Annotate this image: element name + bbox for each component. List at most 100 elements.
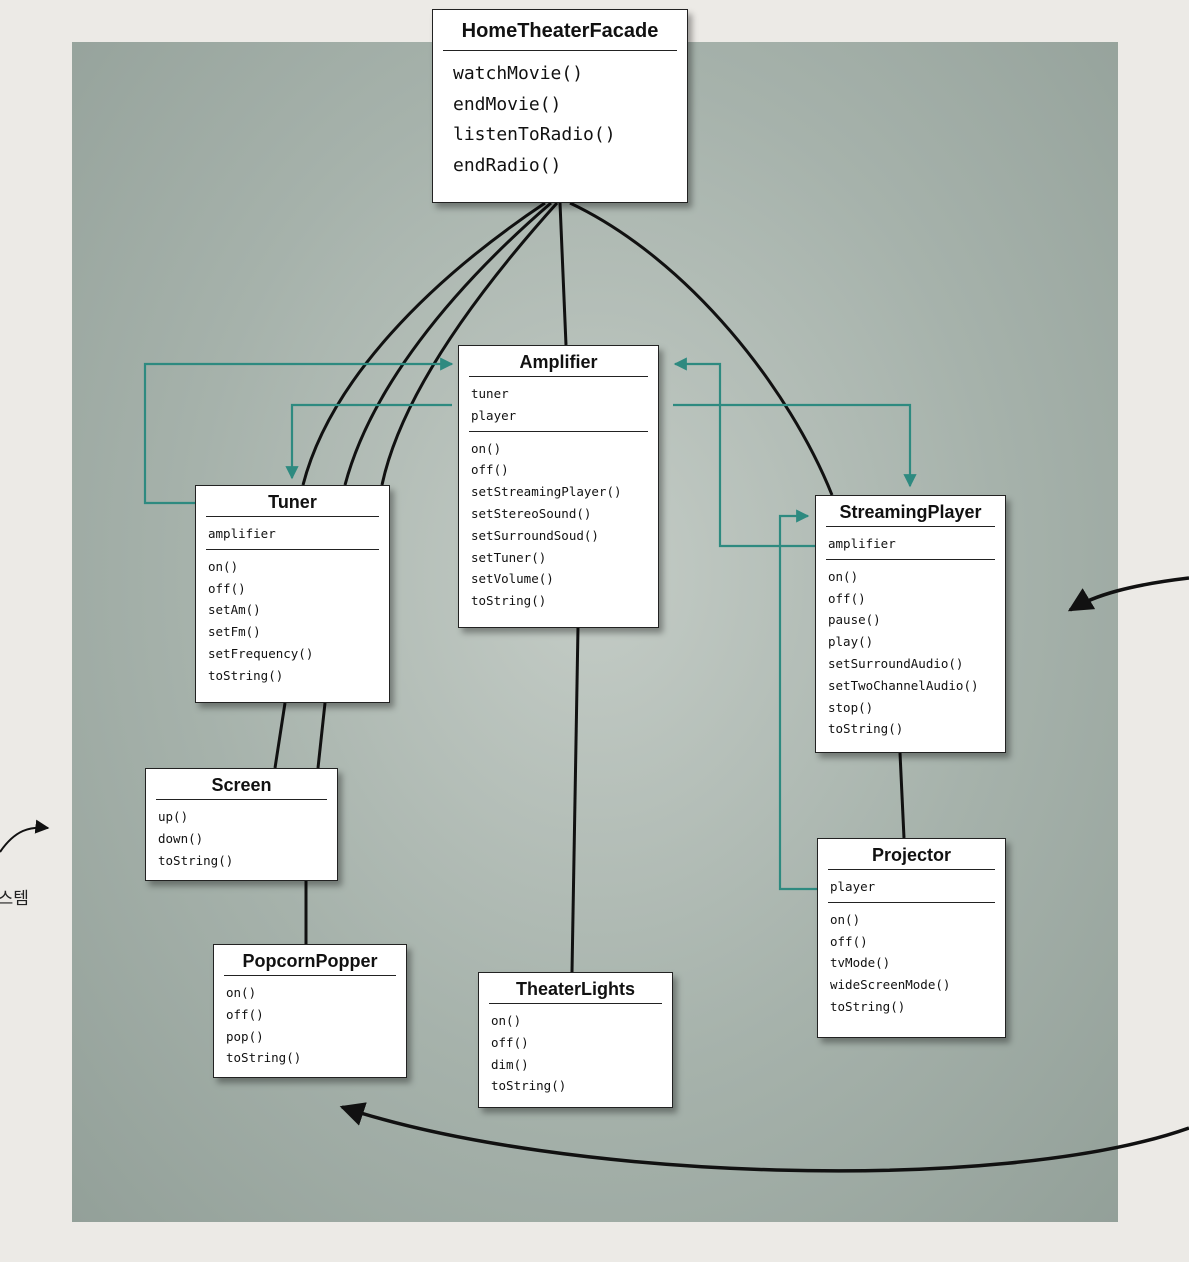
method: endRadio() [453, 154, 562, 176]
association-tuner-screen-1 [273, 702, 287, 769]
attribute: amplifier [828, 536, 896, 551]
ref-amplifier-to-tuner [285, 403, 452, 480]
class-popcorn-popper: PopcornPopper on() off() pop() toString(… [213, 944, 407, 1078]
attributes-section: player [818, 870, 1005, 902]
method: toString() [158, 852, 234, 868]
divider [826, 558, 995, 560]
divider [826, 526, 995, 527]
attribute: tuner [471, 386, 509, 401]
method: off() [471, 462, 509, 478]
divider [224, 975, 396, 976]
class-home-theater-facade: HomeTheaterFacade watchMovie() endMovie(… [432, 9, 688, 203]
method: setFrequency() [208, 645, 314, 661]
method: up() [158, 809, 189, 824]
class-name: StreamingPlayer [839, 502, 982, 522]
association-tuner-screen-2 [316, 702, 327, 769]
class-amplifier: Amplifier tuner player on() off() setStr… [458, 345, 659, 628]
annotation-arrow-left [0, 819, 50, 853]
method: listenToRadio() [453, 124, 616, 145]
methods-section: up() down() toString() [146, 800, 337, 875]
class-theater-lights: TheaterLights on() off() dim() toString(… [478, 972, 673, 1108]
attribute: player [830, 879, 876, 894]
class-name: Amplifier [519, 352, 598, 372]
method: setVolume() [471, 571, 554, 587]
method: wideScreenMode() [830, 977, 951, 993]
divider [469, 376, 648, 377]
method: off() [226, 1006, 264, 1022]
divider [156, 799, 327, 800]
method: on() [208, 558, 239, 574]
method: on() [491, 1013, 522, 1028]
methods-section: on() off() setStreamingPlayer() setStere… [459, 432, 658, 616]
method: pause() [828, 612, 881, 628]
method: stop() [828, 699, 874, 715]
class-name: Projector [871, 845, 952, 865]
margin-caption: 시스템 [0, 889, 29, 909]
attribute: amplifier [208, 526, 276, 541]
method: toString() [491, 1078, 567, 1094]
divider [443, 50, 677, 51]
method: pop() [226, 1028, 264, 1044]
divider [828, 869, 995, 870]
class-name: PopcornPopper [242, 951, 378, 971]
method: watchMovie() [453, 63, 584, 84]
attributes-section: amplifier [196, 517, 389, 549]
method: toString() [830, 998, 906, 1014]
ref-tuner-to-amplifier [143, 357, 454, 505]
method: setTwoChannelAudio() [828, 677, 979, 693]
method: setStereoSound() [471, 505, 592, 521]
class-name: Screen [211, 775, 272, 795]
method: play() [828, 634, 874, 650]
methods-section: on() off() tvMode() wideScreenMode() toS… [818, 903, 1005, 1022]
method: dim() [491, 1056, 529, 1072]
method: endMovie() [453, 93, 562, 115]
divider [206, 516, 379, 517]
method: off() [491, 1034, 529, 1050]
annotation-arrow-right [1067, 576, 1189, 612]
method: toString() [208, 667, 284, 683]
ref-projector-to-streaming [778, 509, 817, 891]
method: on() [830, 911, 861, 927]
class-screen: Screen up() down() toString() [145, 768, 338, 881]
class-name: TheaterLights [515, 979, 635, 999]
class-projector: Projector player on() off() tvMode() wid… [817, 838, 1006, 1038]
association-amplifier-lights [570, 626, 580, 973]
methods-section: on() off() dim() toString() [479, 1004, 672, 1101]
class-tuner: Tuner amplifier on() off() setAm() setFm… [195, 485, 390, 703]
association-facade-amplifier [558, 202, 568, 346]
method: toString() [226, 1050, 302, 1066]
methods-section: watchMovie() endMovie() listenToRadio() … [433, 51, 687, 189]
method: setAm() [208, 602, 261, 618]
annotation-arrow-bottom [339, 1102, 1189, 1173]
divider [489, 1003, 662, 1004]
method: setFm() [208, 624, 261, 640]
method: off() [830, 933, 868, 949]
methods-section: on() off() pause() play() setSurroundAud… [816, 560, 1005, 744]
association-facade-tuner-2 [343, 201, 552, 486]
divider [206, 548, 379, 550]
method: setStreamingPlayer() [471, 484, 622, 500]
method: setSurroundSoud() [471, 527, 599, 543]
method: off() [208, 580, 246, 596]
method: toString() [471, 593, 547, 609]
method: on() [828, 568, 859, 584]
methods-section: on() off() pop() toString() [214, 976, 406, 1073]
association-streaming-projector [898, 752, 906, 839]
class-streaming-player: StreamingPlayer amplifier on() off() pau… [815, 495, 1006, 753]
association-facade-tuner-1 [301, 201, 546, 486]
class-name: Tuner [268, 492, 317, 512]
method: on() [226, 985, 257, 1000]
method: setTuner() [471, 549, 547, 565]
divider [828, 901, 995, 903]
methods-section: on() off() setAm() setFm() setFrequency(… [196, 550, 389, 691]
attributes-section: amplifier [816, 527, 1005, 559]
divider [469, 430, 648, 432]
method: setSurroundAudio() [828, 655, 964, 671]
method: down() [158, 830, 204, 846]
attributes-section: tuner player [459, 377, 658, 431]
ref-amplifier-to-streaming [673, 403, 917, 488]
association-facade-streaming [569, 201, 834, 496]
attribute: player [471, 407, 517, 423]
method: toString() [828, 721, 904, 737]
